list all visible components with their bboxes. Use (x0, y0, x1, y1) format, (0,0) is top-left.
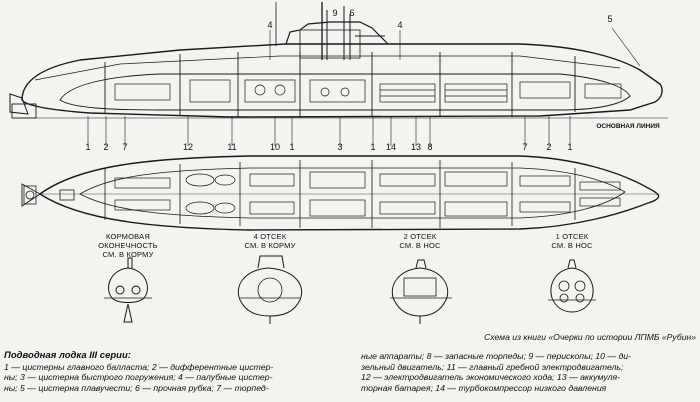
section-compartment-1 (548, 259, 596, 313)
caption-line: ные аппараты; 8 — запасные торпеды; 9 — … (361, 351, 632, 361)
caption-title: Подводная лодка III серии: (4, 350, 131, 361)
callout-side: 8 (427, 142, 432, 152)
callout-top: 4 (397, 20, 402, 30)
section-heading: СМ. В КОРМУ (244, 241, 295, 250)
submarine-schematic: 9 6 4 5 4 1 2 7 12 11 10 1 3 1 14 13 8 7… (9, 2, 668, 324)
callout-side: 1 (289, 142, 294, 152)
callout-top: 6 (349, 8, 354, 18)
callout-side: 1 (370, 142, 375, 152)
callout-top: 9 (332, 8, 337, 18)
side-elevation-view (9, 2, 668, 146)
callout-side: 3 (337, 142, 342, 152)
callout-side: 13 (411, 142, 421, 152)
section-heading: СМ. В НОС (399, 241, 441, 250)
caption-line: ны; 3 — цистерна быстрого погружения; 4 … (4, 372, 273, 383)
callout-side: 11 (227, 142, 236, 152)
callout-side: 1 (85, 142, 90, 152)
caption-left-column: Подводная лодка III серии: 1 — цистерны … (4, 350, 356, 393)
callout-numbers: 9 6 4 5 4 1 2 7 12 11 10 1 3 1 14 13 8 7… (85, 8, 659, 152)
callout-side: 2 (546, 142, 551, 152)
plan-view (21, 155, 660, 231)
section-heading: 1 ОТСЕК (556, 232, 589, 241)
callout-side: 1 (567, 142, 572, 152)
caption-right-column: ные аппараты; 8 — запасные торпеды; 9 — … (361, 351, 696, 393)
callout-side: 2 (103, 142, 108, 152)
section-heading: СМ. В КОРМУ (102, 250, 153, 259)
caption-line: торная батарея; 14 — турбокомпрессор низ… (361, 382, 607, 393)
caption-line: 12 — электродвигатель экономического ход… (361, 372, 621, 383)
callout-top: 4 (267, 20, 272, 30)
section-heading: 2 ОТСЕК (404, 232, 437, 241)
section-heading: 4 ОТСЕК (254, 232, 287, 241)
section-heading: СМ. В НОС (551, 241, 593, 250)
section-heading: КОРМОВАЯ (106, 232, 150, 241)
callout-side: 10 (270, 142, 280, 152)
baseline-label: ОСНОВНАЯ ЛИНИЯ (596, 123, 660, 130)
callout-top: 5 (607, 14, 612, 24)
caption-line: зельный двигатель; 11 — главный гребной … (361, 361, 624, 372)
caption-line: ны; 5 — цистерна плавучести; 6 — прочная… (4, 382, 269, 393)
figure-caption: Подводная лодка III серии: 1 — цистерны … (4, 350, 696, 401)
section-compartment-4 (237, 255, 302, 324)
callout-side: 14 (386, 142, 396, 152)
callout-side: 7 (522, 142, 527, 152)
callout-side: 12 (183, 142, 193, 152)
section-heading: ОКОНЕЧНОСТЬ (98, 241, 158, 250)
section-headings: КОРМОВАЯ ОКОНЕЧНОСТЬ СМ. В КОРМУ 4 ОТСЕК… (98, 232, 593, 259)
section-compartment-2 (390, 259, 452, 324)
section-stern (104, 257, 152, 323)
callout-side: 7 (122, 142, 127, 152)
source-credit: Схема из книги «Очерки по истории ЛПМБ «… (484, 332, 696, 342)
caption-line: 1 — цистерны главного балласта; 2 — дифф… (4, 361, 274, 372)
